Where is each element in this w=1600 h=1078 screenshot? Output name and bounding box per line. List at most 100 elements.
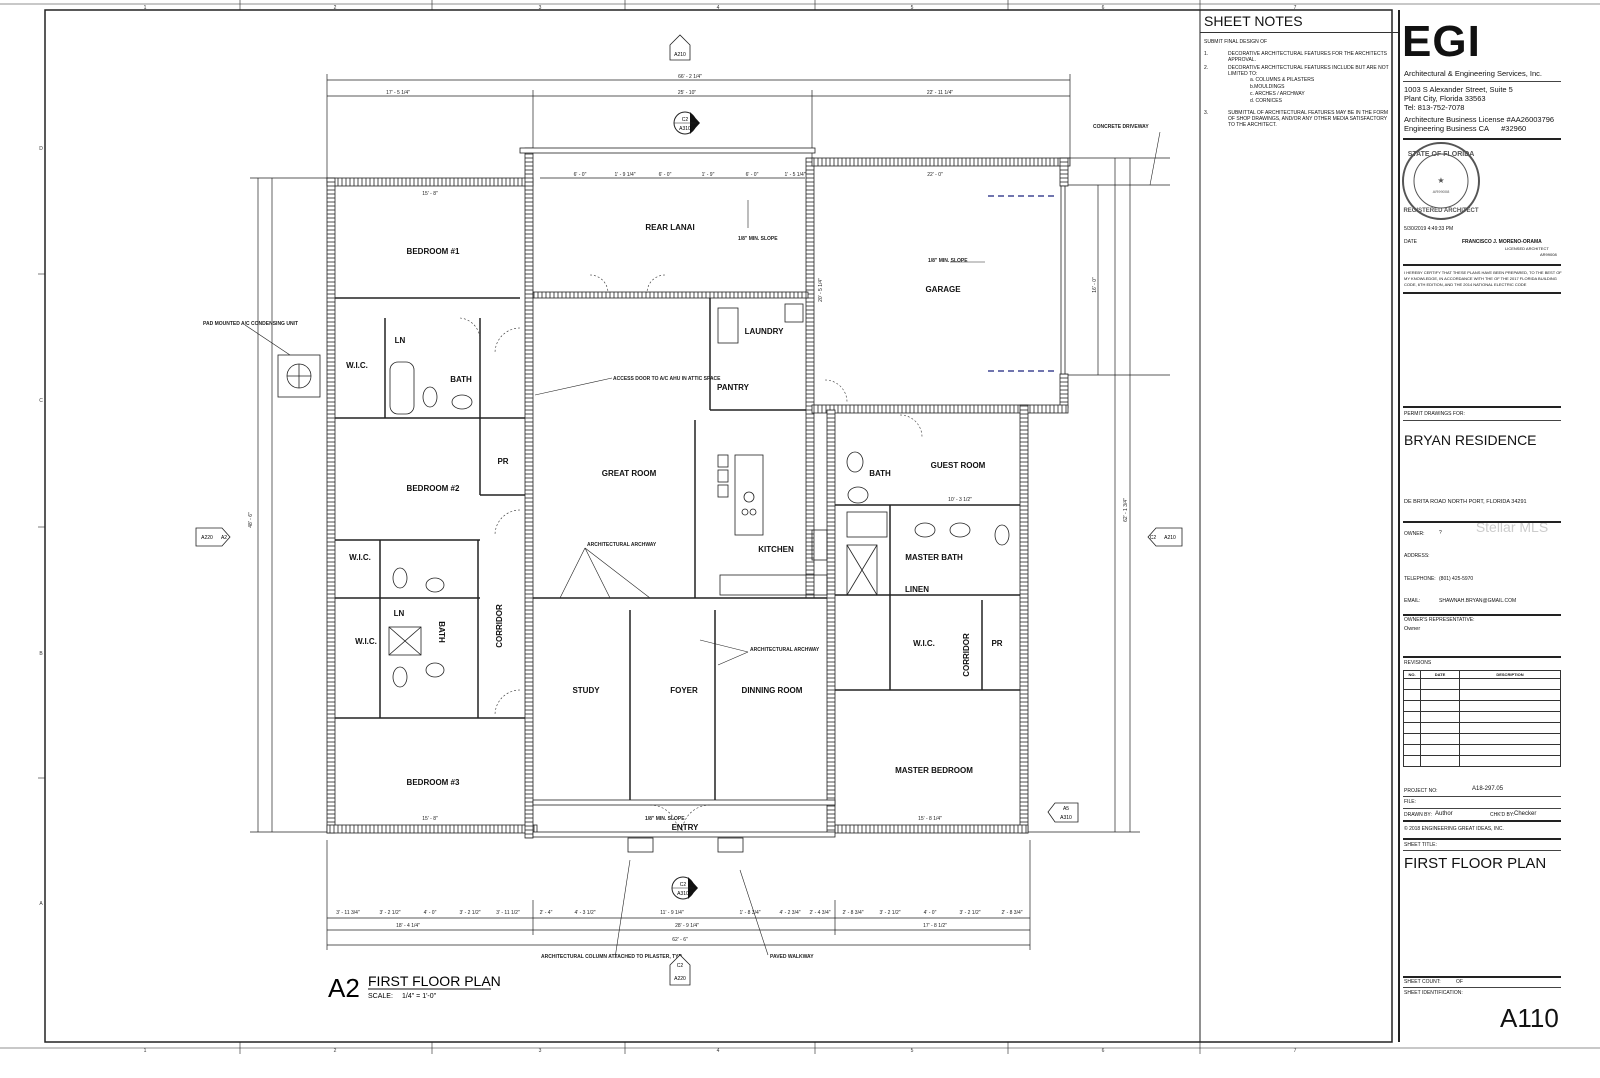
- note-column: ARCHITECTURAL COLUMN ATTACHED TO PILASTE…: [541, 954, 682, 960]
- grid-col-6: 6: [1102, 5, 1105, 11]
- date-label: DATE: [1404, 239, 1417, 245]
- owner-value: ?: [1439, 530, 1442, 536]
- section-marker-c2-bottom[interactable]: C2 A310: [671, 876, 698, 900]
- dim-lanai: 1' - 5 1/4": [784, 172, 805, 178]
- sheet-note-item: 1.DECORATIVE ARCHITECTURAL FEATURES FOR …: [1204, 51, 1394, 63]
- room-bath-guest: BATH: [869, 469, 891, 478]
- dim-top-middle: 25' - 10": [678, 90, 697, 96]
- room-study: STUDY: [572, 686, 600, 695]
- room-wic-1: W.I.C.: [346, 361, 368, 370]
- room-corridor-2: CORRIDOR: [962, 633, 971, 677]
- section-marker-c2-top[interactable]: C2 A310: [673, 111, 700, 135]
- section-marker-top[interactable]: A210: [669, 34, 691, 61]
- firm-phone: Tel: 813-752-7078: [1404, 103, 1465, 112]
- firm-address: 1003 S Alexander Street, Suite 5 Plant C…: [1404, 85, 1554, 133]
- note-number: 3.: [1204, 110, 1209, 116]
- marker-label: A210: [674, 52, 686, 58]
- sheet-notes-title: SHEET NOTES: [1204, 13, 1303, 29]
- rep-label: OWNER'S REPRESENTATIVE:: [1404, 617, 1475, 623]
- dim-bottom-detail: 4' - 0": [924, 910, 937, 916]
- firm-name: Architectural & Engineering Services, In…: [1404, 69, 1542, 78]
- grid-row-b: B: [39, 651, 43, 657]
- signature-datetime: 5/30/2019 4:49:33 PM: [1404, 226, 1454, 232]
- grid-col-7: 7: [1294, 5, 1297, 11]
- fixtures: [277, 303, 1010, 853]
- section-marker-a5[interactable]: A5 A310: [1047, 802, 1079, 823]
- note-number: 1.: [1204, 51, 1209, 57]
- room-bath-2: BATH: [437, 621, 446, 643]
- dim-top-left: 17' - 5 1/4": [386, 90, 410, 96]
- firm-address-line: Plant City, Florida 33563: [1404, 94, 1486, 103]
- copyright: © 2018 ENGINEERING GREAT IDEAS, INC.: [1404, 826, 1504, 832]
- marker-label: A2: [221, 535, 227, 541]
- note-access-door: ACCESS DOOR TO A/C AHU IN ATTIC SPACE: [613, 376, 721, 382]
- section-marker-left[interactable]: A220 A2: [195, 527, 231, 547]
- grid-labels: 1 2 3 4 5 6 7 1 2 3 4 5 6 7 D C B A: [39, 5, 1296, 1054]
- dim-bottom-detail: 2' - 8 3/4": [1001, 910, 1022, 916]
- dim-bottom-detail: 11' - 9 1/4": [660, 910, 684, 916]
- room-pr-2: PR: [991, 639, 1002, 648]
- note-number: 2.: [1204, 65, 1209, 71]
- dim-garage-door: 16' - 0": [1092, 277, 1098, 293]
- dim-master-width: 15' - 8 1/4": [918, 816, 942, 822]
- marker-label: C2: [680, 882, 687, 888]
- telephone-label: TELEPHONE:: [1404, 576, 1436, 582]
- room-dinning-room: DINNING ROOM: [742, 686, 803, 695]
- room-rear-lanai: REAR LANAI: [645, 223, 694, 232]
- email-value: SHAWNAH.BRYAN@GMAIL.COM: [1439, 598, 1517, 604]
- marker-label: C2: [1150, 535, 1157, 541]
- dim-top-right: 22' - 11 1/4": [927, 90, 953, 96]
- note-archway-1: ARCHITECTURAL ARCHWAY: [587, 542, 657, 548]
- marker-label: A5: [1063, 806, 1069, 812]
- room-guest-room: GUEST ROOM: [931, 461, 986, 470]
- dim-lanai: 1' - 9": [702, 172, 715, 178]
- grid-col-1-bottom: 1: [144, 1048, 147, 1054]
- marker-label: A220: [674, 976, 686, 982]
- room-wic-master: W.I.C.: [913, 639, 935, 648]
- dim-bottom-detail: 2' - 4": [540, 910, 553, 916]
- marker-label: A220: [201, 535, 213, 541]
- dim-bottom-detail: 4' - 2 3/4": [779, 910, 800, 916]
- marker-label: A310: [677, 891, 689, 897]
- grid-col-3: 3: [539, 5, 542, 11]
- grid-col-4-bottom: 4: [717, 1048, 720, 1054]
- room-bath-1: BATH: [450, 375, 472, 384]
- marker-label: A310: [1060, 815, 1072, 821]
- note-walkway: PAVED WALKWAY: [770, 954, 814, 960]
- dim-lanai: 6' - 0": [746, 172, 759, 178]
- checked-by-label: CHK'D BY:: [1490, 812, 1515, 818]
- dim-bed1-width: 15' - 8": [422, 191, 438, 197]
- dim-right-overall: 62' - 1 3/4": [1123, 498, 1129, 522]
- room-labels: BEDROOM #1 REAR LANAI GARAGE LAUNDRY PAN…: [346, 223, 1003, 832]
- room-ln-2: LN: [394, 609, 405, 618]
- sheet-notes-intro: SUBMIT FINAL DESIGN OF: [1204, 39, 1268, 45]
- sheet-note-item: 2.DECORATIVE ARCHITECTURAL FEATURES INCL…: [1204, 65, 1394, 77]
- grid-col-7-bottom: 7: [1294, 1048, 1297, 1054]
- note-text: SUBMITTAL OF ARCHITECTURAL FEATURES MAY …: [1228, 110, 1389, 128]
- dim-garage-width: 22' - 0": [927, 172, 943, 178]
- drawing-id: A2: [328, 973, 360, 1003]
- architect-number: AR99008: [1540, 252, 1557, 257]
- door-swings: [459, 274, 923, 834]
- dim-bottom-detail: 4' - 0": [424, 910, 437, 916]
- dim-bottom-detail: 4' - 3 1/2": [574, 910, 595, 916]
- dim-bottom-detail: 3' - 2 1/2": [379, 910, 400, 916]
- note-subitem: d. CORNICES: [1250, 98, 1282, 104]
- dim-guest-width: 10' - 3 1/2": [948, 497, 972, 503]
- revisions-label: REVISIONS: [1404, 660, 1432, 666]
- section-marker-bottom[interactable]: C2 A220: [669, 954, 691, 986]
- dim-bottom-middle: 28' - 9 1/4": [675, 923, 699, 929]
- grid-col-6-bottom: 6: [1102, 1048, 1105, 1054]
- room-master-bedroom: MASTER BEDROOM: [895, 766, 973, 775]
- section-marker-right[interactable]: C2 A210: [1147, 527, 1183, 547]
- marker-label: C2: [682, 117, 689, 123]
- grid-col-2: 2: [334, 5, 337, 11]
- sheet-title-label: SHEET TITLE:: [1404, 842, 1437, 848]
- grid-col-2-bottom: 2: [334, 1048, 337, 1054]
- watermark: Stellar MLS: [1476, 519, 1548, 535]
- dimension-text: 66' - 2 1/4" 17' - 5 1/4" 25' - 10" 22' …: [248, 74, 1129, 943]
- dimension-lines: [250, 74, 1170, 950]
- rep-value: Owner: [1404, 626, 1421, 632]
- seal-bottom-text: REGISTERED ARCHITECT: [1403, 208, 1478, 214]
